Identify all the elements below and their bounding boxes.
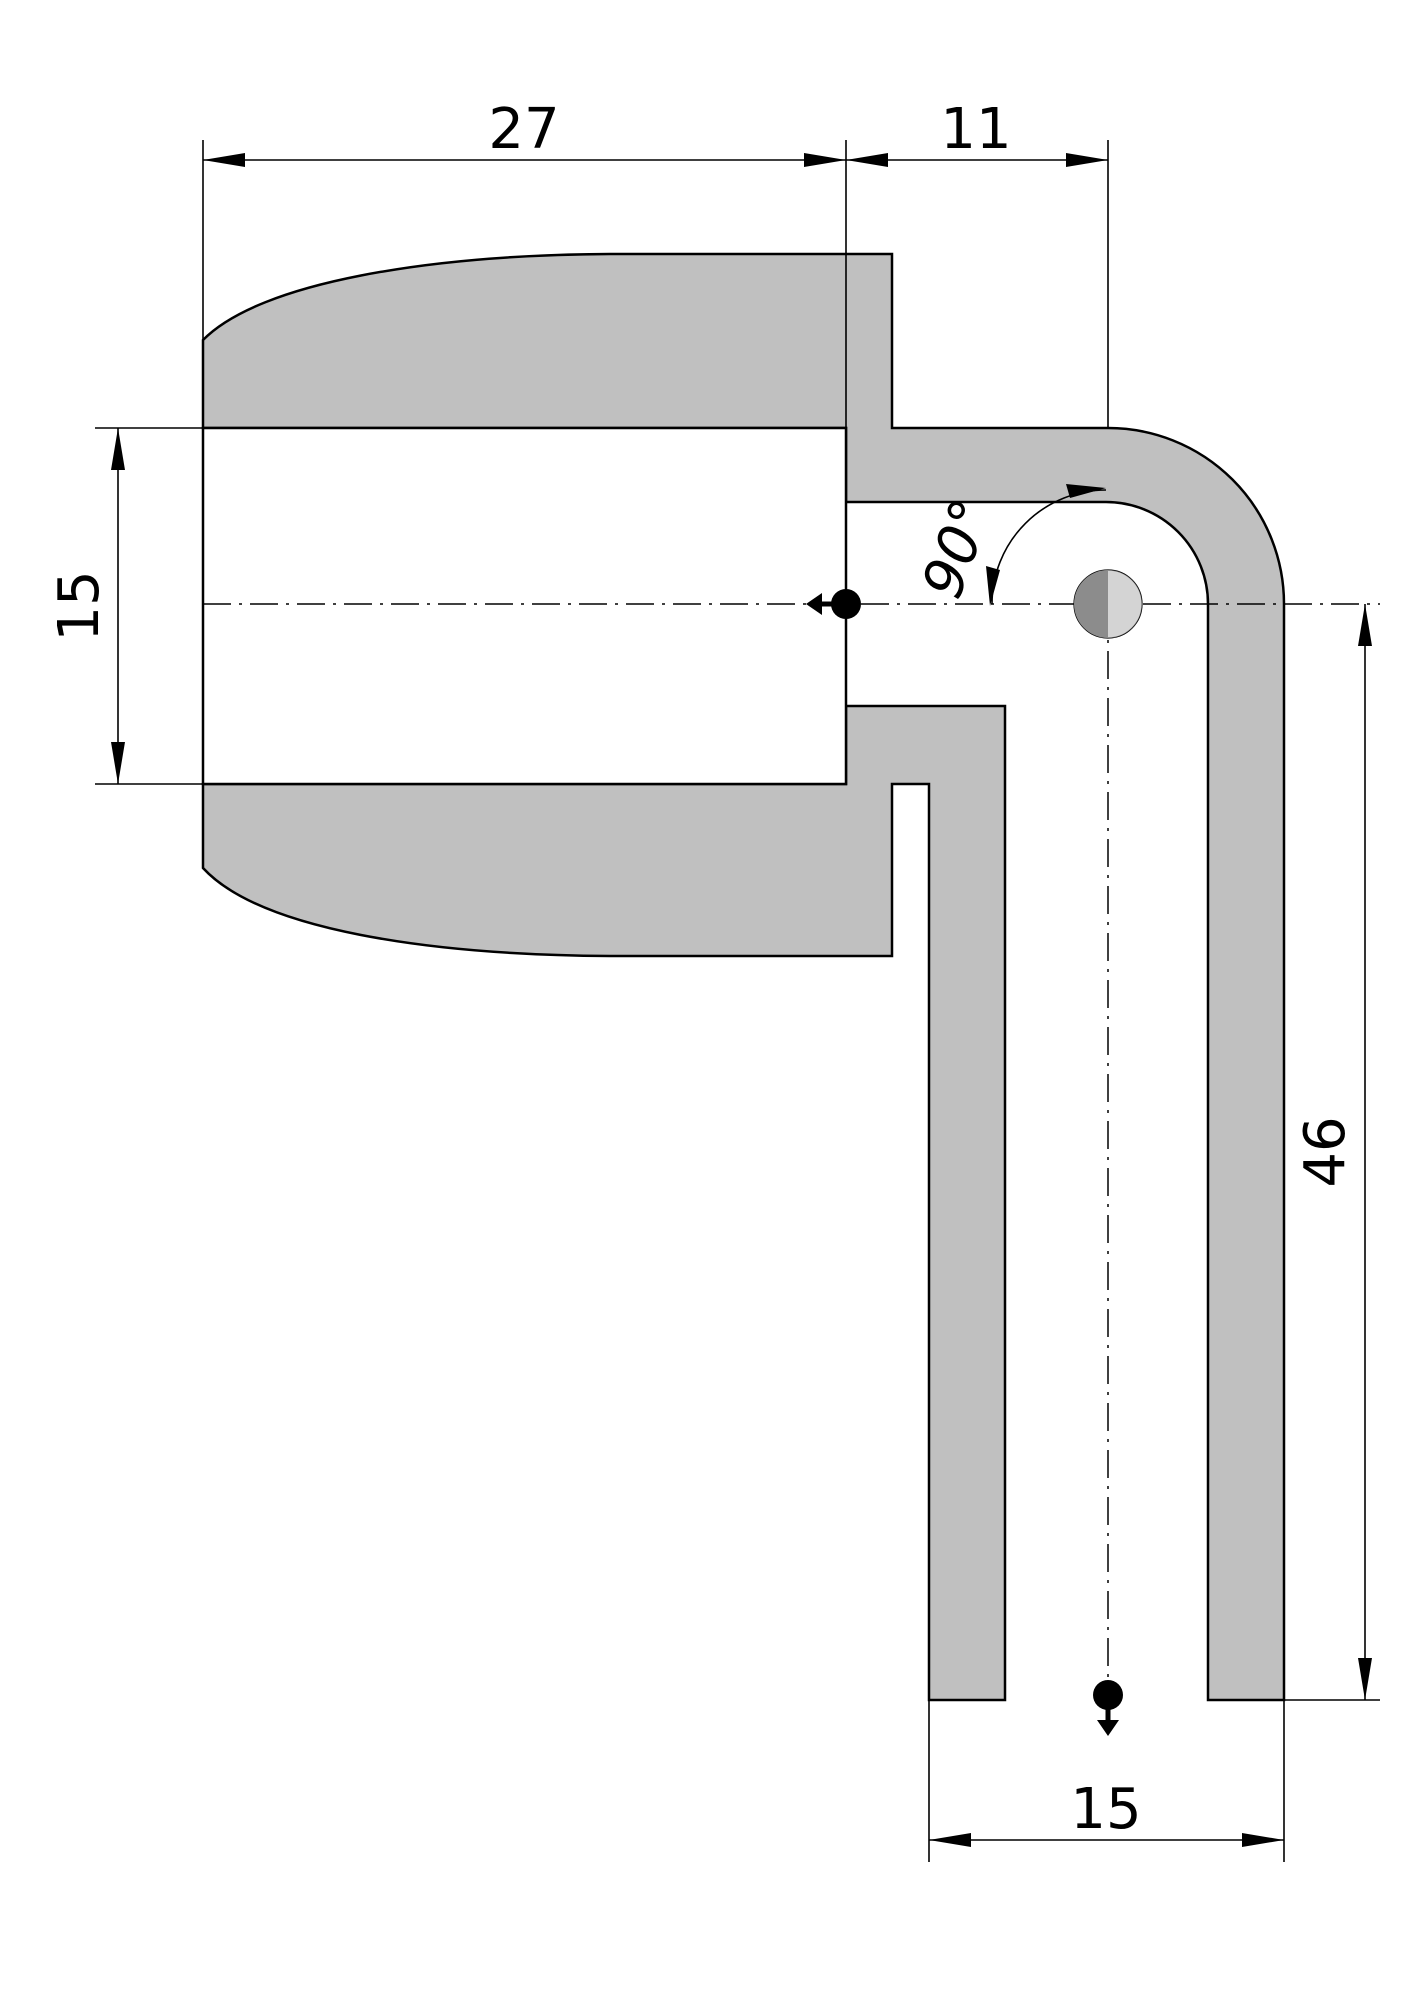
dimension-15-bore: 15 xyxy=(47,428,125,784)
dimension-27: 27 xyxy=(203,97,846,167)
dim-label-11: 11 xyxy=(940,97,1011,162)
dim-label-27: 27 xyxy=(488,97,559,162)
dimension-11: 11 xyxy=(846,97,1108,167)
coupling-bottom-half xyxy=(201,704,1007,1702)
center-lines xyxy=(203,603,1380,1700)
dimension-46: 46 xyxy=(1293,604,1372,1700)
outlet-port-marker xyxy=(1093,1680,1123,1736)
dim-label-15-bore: 15 xyxy=(47,570,112,641)
bend-center-marker xyxy=(1073,569,1143,639)
coupling-bore xyxy=(201,426,848,786)
dim-label-15-outlet: 15 xyxy=(1070,1777,1141,1842)
inlet-port-marker xyxy=(806,589,861,619)
angle-90-annotation: 90° xyxy=(910,484,1107,606)
dim-label-46: 46 xyxy=(1293,1116,1358,1187)
coupling-top-half xyxy=(201,252,1286,1702)
extension-lines xyxy=(95,140,1380,1862)
dimension-15-outlet: 15 xyxy=(929,1777,1284,1847)
fitting-body xyxy=(201,252,1286,1702)
